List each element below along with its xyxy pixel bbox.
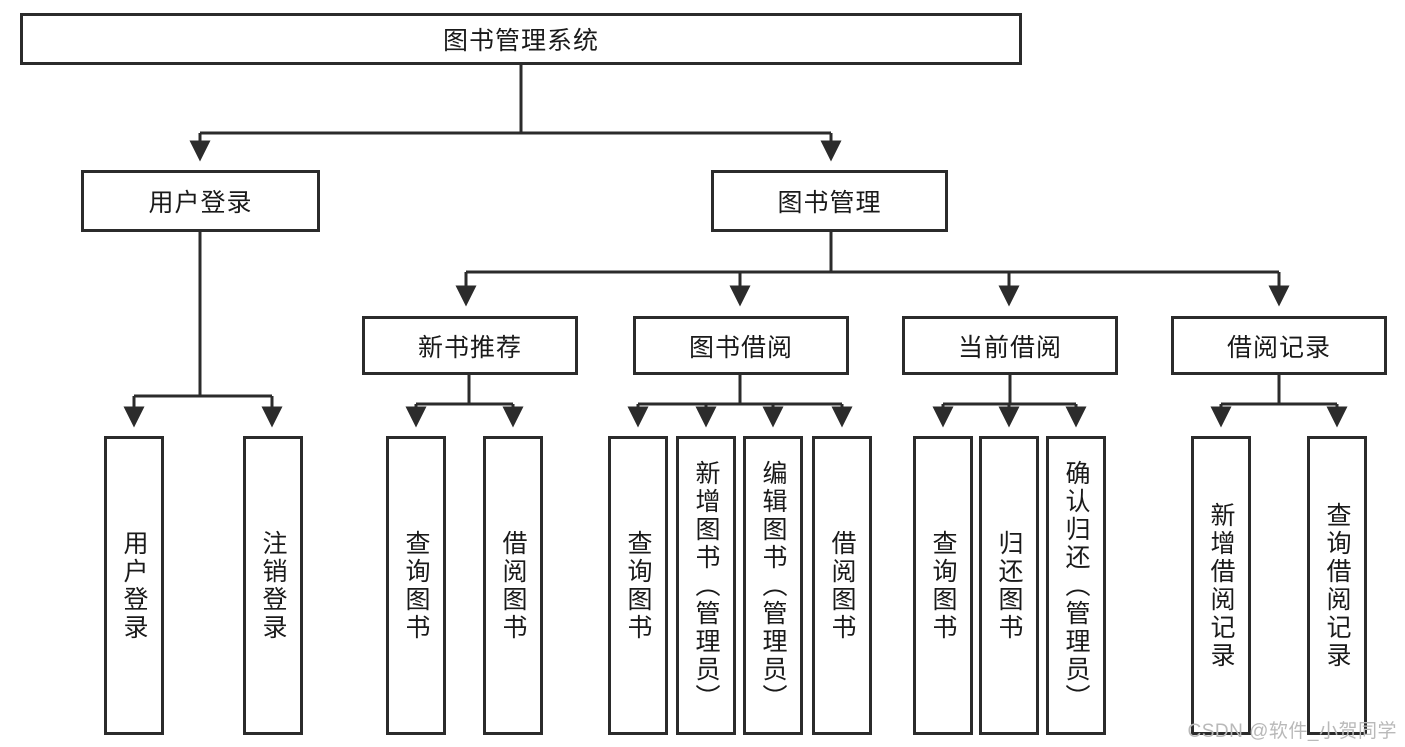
node-book-manage-label: 图书管理 bbox=[777, 189, 882, 217]
leaf-borrow-book-2-label: 借阅图书 bbox=[828, 529, 856, 642]
leaf-add-record-label: 新增借阅记录 bbox=[1207, 501, 1235, 670]
leaf-edit-book-label: 编辑图书（管理员） bbox=[759, 459, 787, 712]
leaf-query-book-2[interactable]: 查询图书 bbox=[608, 436, 668, 735]
leaf-query-record-label: 查询借阅记录 bbox=[1323, 501, 1351, 670]
leaf-edit-book[interactable]: 编辑图书（管理员） bbox=[743, 436, 803, 735]
node-new-book-recommend[interactable]: 新书推荐 bbox=[362, 316, 578, 375]
node-book-manage[interactable]: 图书管理 bbox=[711, 170, 948, 232]
node-root[interactable]: 图书管理系统 bbox=[20, 13, 1022, 65]
leaf-query-book-3[interactable]: 查询图书 bbox=[913, 436, 973, 735]
leaf-query-record[interactable]: 查询借阅记录 bbox=[1307, 436, 1367, 735]
leaf-query-book-2-label: 查询图书 bbox=[624, 529, 652, 642]
leaf-logout-login-label: 注销登录 bbox=[259, 529, 287, 642]
watermark: CSDN @软件_小贺同学 bbox=[1187, 721, 1397, 742]
leaf-user-login[interactable]: 用户登录 bbox=[104, 436, 164, 735]
leaf-confirm-return-label: 确认归还（管理员） bbox=[1062, 459, 1090, 712]
node-user-login[interactable]: 用户登录 bbox=[81, 170, 320, 232]
node-borrow-record-label: 借阅记录 bbox=[1226, 333, 1331, 362]
leaf-query-book-1-label: 查询图书 bbox=[402, 529, 430, 642]
leaf-return-book-label: 归还图书 bbox=[995, 529, 1023, 642]
leaf-borrow-book-2[interactable]: 借阅图书 bbox=[812, 436, 872, 735]
node-current-borrow-label: 当前借阅 bbox=[957, 333, 1062, 362]
node-root-label: 图书管理系统 bbox=[442, 27, 599, 55]
node-book-borrow-label: 图书借阅 bbox=[688, 333, 793, 362]
leaf-return-book[interactable]: 归还图书 bbox=[979, 436, 1039, 735]
leaf-add-book[interactable]: 新增图书（管理员） bbox=[676, 436, 736, 735]
leaf-query-book-3-label: 查询图书 bbox=[929, 529, 957, 642]
node-user-login-label: 用户登录 bbox=[148, 189, 253, 217]
leaf-logout-login[interactable]: 注销登录 bbox=[243, 436, 303, 735]
leaf-borrow-book-1[interactable]: 借阅图书 bbox=[483, 436, 543, 735]
leaf-add-book-label: 新增图书（管理员） bbox=[692, 459, 720, 712]
leaf-confirm-return[interactable]: 确认归还（管理员） bbox=[1046, 436, 1106, 735]
node-current-borrow[interactable]: 当前借阅 bbox=[902, 316, 1118, 375]
leaf-borrow-book-1-label: 借阅图书 bbox=[499, 529, 527, 642]
leaf-query-book-1[interactable]: 查询图书 bbox=[386, 436, 446, 735]
node-book-borrow[interactable]: 图书借阅 bbox=[633, 316, 849, 375]
node-new-book-recommend-label: 新书推荐 bbox=[417, 333, 522, 362]
leaf-user-login-label: 用户登录 bbox=[120, 529, 148, 642]
node-borrow-record[interactable]: 借阅记录 bbox=[1171, 316, 1387, 375]
leaf-add-record[interactable]: 新增借阅记录 bbox=[1191, 436, 1251, 735]
